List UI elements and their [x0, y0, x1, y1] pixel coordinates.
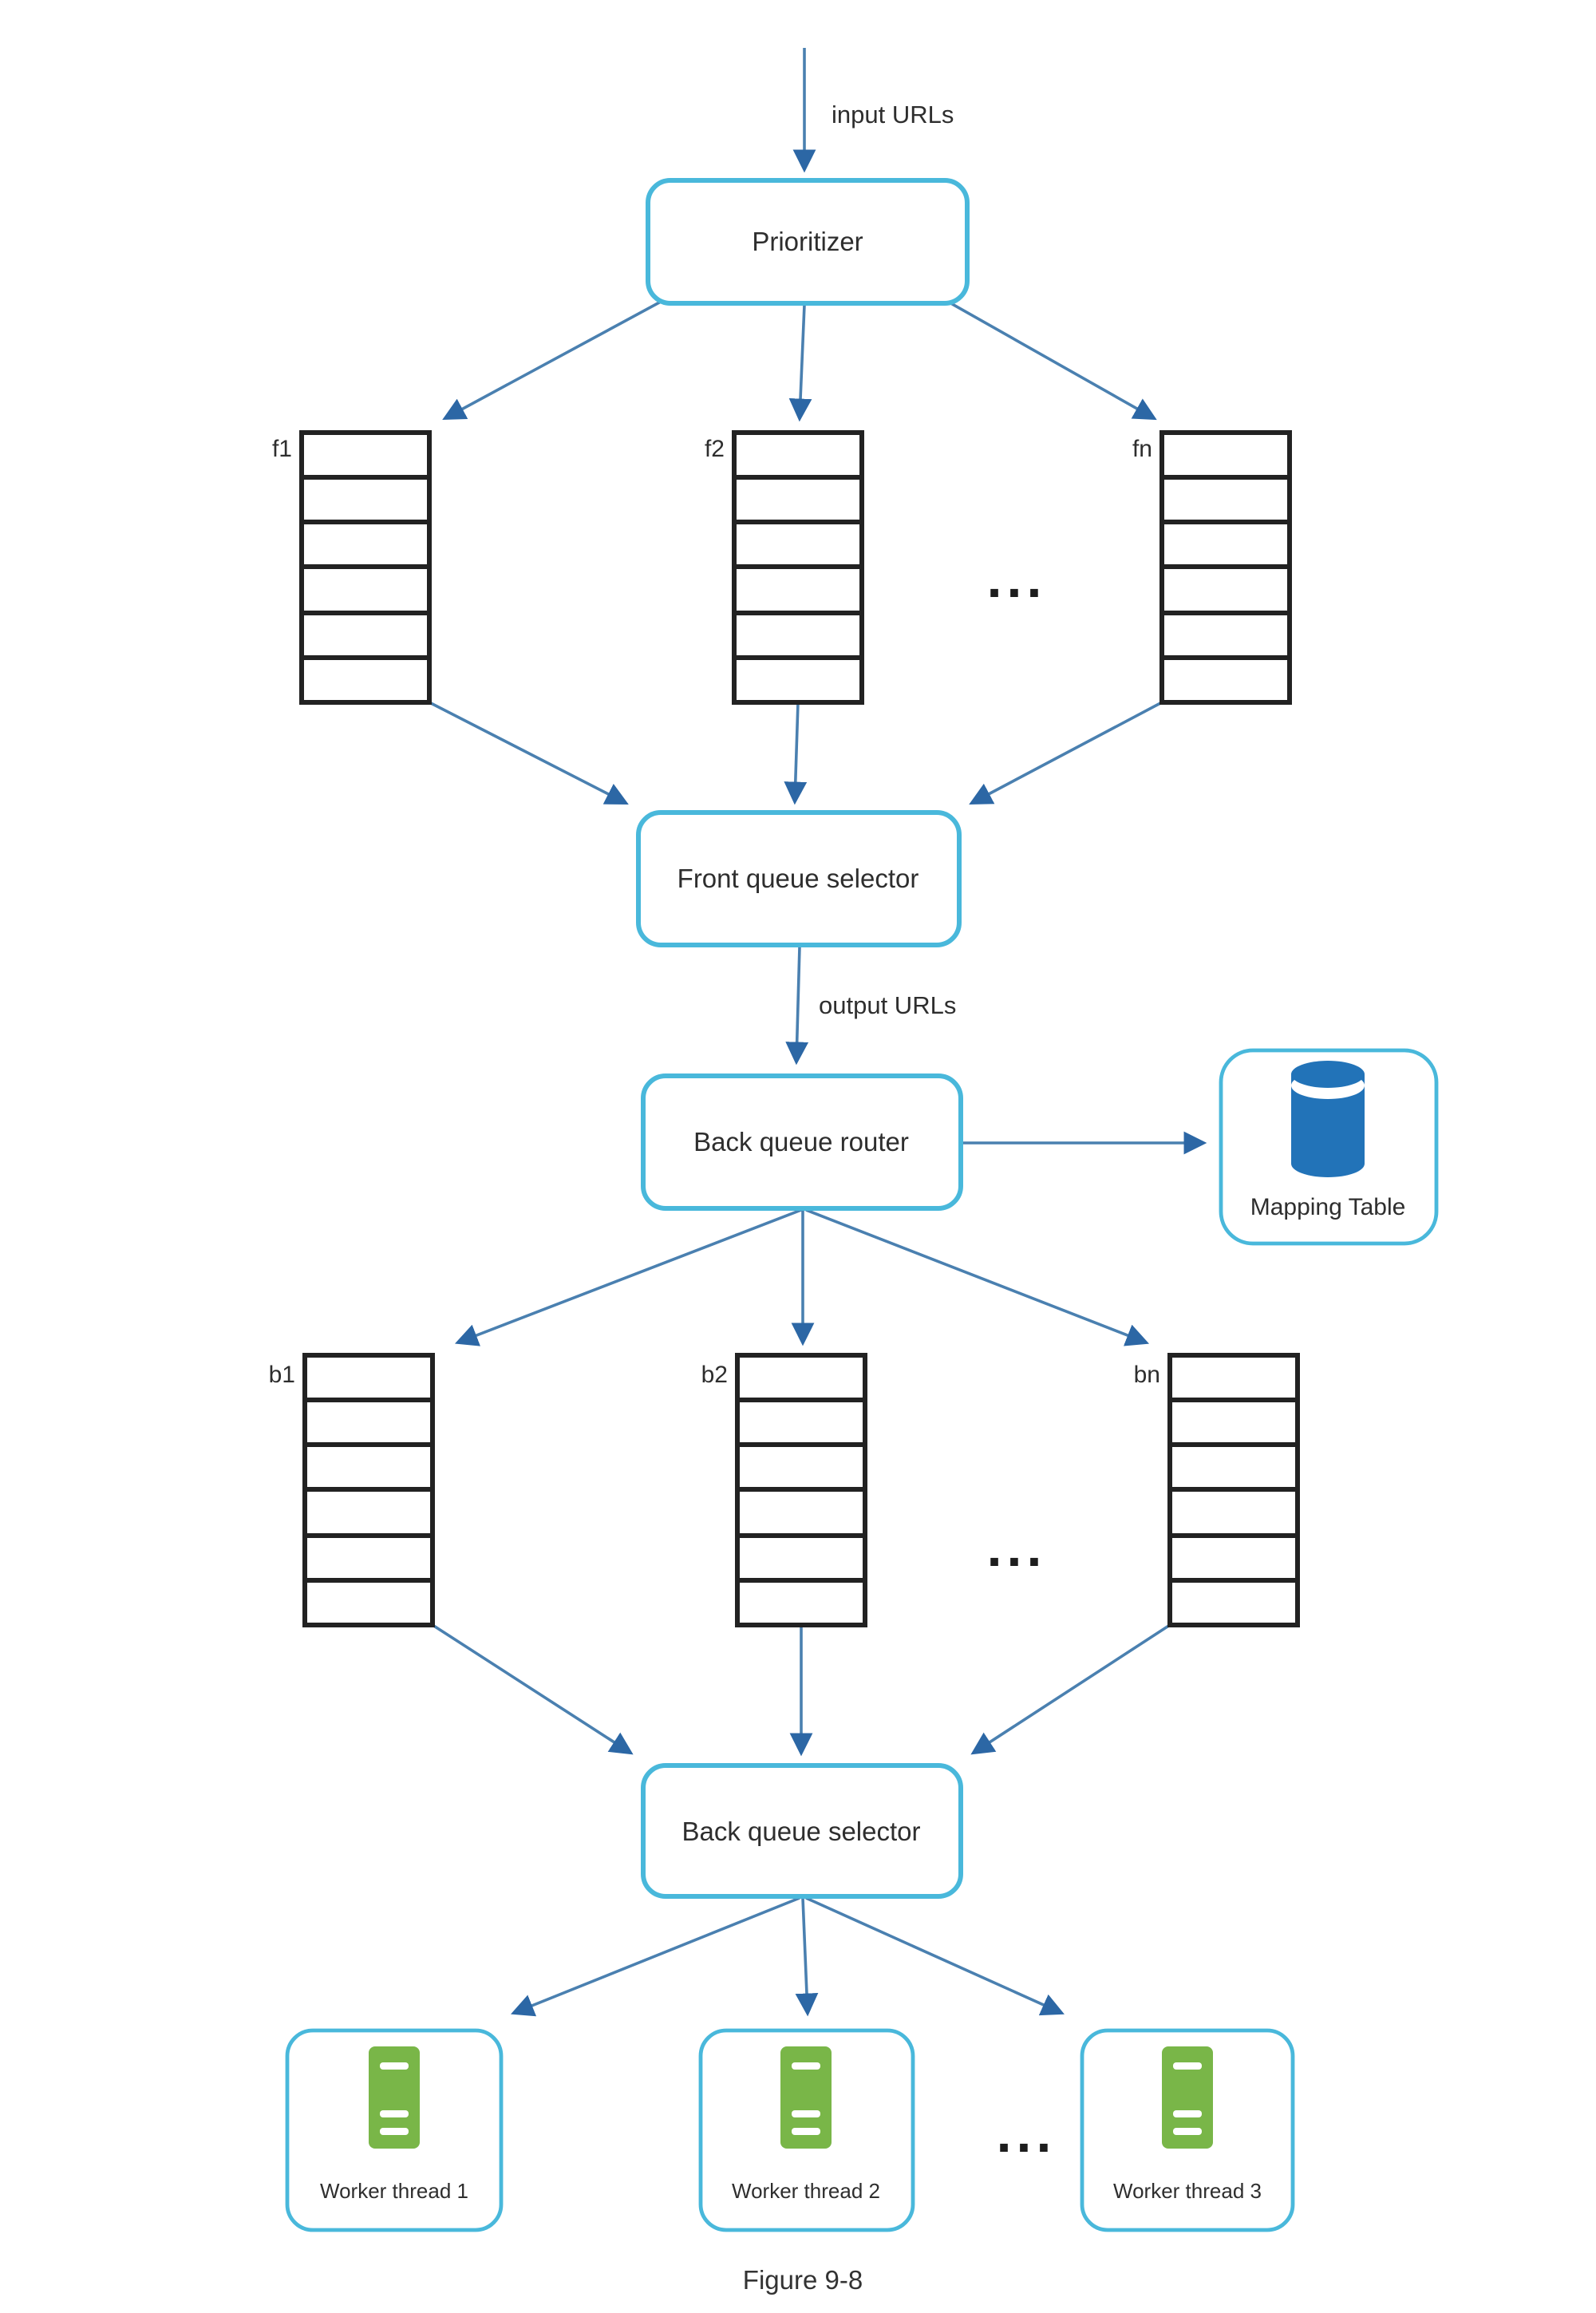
edge-b1-to-back-selector — [432, 1623, 634, 1755]
server-icon — [369, 2046, 420, 2149]
back-queue-router-node: Back queue router — [641, 1073, 963, 1211]
prioritizer-box — [646, 178, 970, 306]
front-queue-f2: f2 — [705, 430, 864, 705]
input-urls-label: input URLs — [832, 101, 954, 128]
mapping-table-node: Mapping Table — [1219, 1048, 1439, 1246]
back-queue-selector-label: Back queue selector — [681, 1817, 920, 1846]
prioritizer-node: Prioritizer — [646, 178, 970, 306]
front-queue-fn: fn — [1132, 430, 1292, 705]
edge-prioritizer-to-f1 — [442, 300, 662, 421]
database-icon — [1291, 1061, 1365, 1177]
back-queue-selector-box — [641, 1763, 963, 1899]
edge-back-selector-to-worker2 — [795, 1897, 819, 2017]
back-queue-b1-label: b1 — [269, 1362, 295, 1388]
front-queue-selector-box — [636, 810, 962, 947]
edge-prioritizer-to-fn — [947, 300, 1157, 421]
edge-f1-to-front-selector — [429, 701, 629, 805]
back-queue-bn: bn — [1134, 1353, 1300, 1627]
worker-thread-3-label: Worker thread 3 — [1113, 2179, 1262, 2203]
front-queues-ellipsis: ... — [987, 548, 1047, 609]
back-queue-bn-label: bn — [1134, 1362, 1160, 1388]
edge-front-selector-to-router — [785, 946, 809, 1066]
output-urls-label: output URLs — [819, 991, 956, 1019]
edge-fn-to-front-selector — [969, 701, 1163, 805]
worker-thread-1-label: Worker thread 1 — [320, 2179, 468, 2203]
edge-f2-to-front-selector — [784, 702, 808, 805]
edge-prioritizer-to-f2 — [788, 304, 812, 422]
back-queue-b2-label: b2 — [701, 1362, 728, 1388]
front-queue-fn-label: fn — [1132, 436, 1152, 462]
back-queue-b2: b2 — [701, 1353, 867, 1627]
workers-ellipsis: ... — [997, 2103, 1057, 2164]
worker-thread-1-node: Worker thread 1 — [285, 2028, 504, 2232]
front-queue-selector-node: Front queue selector — [636, 810, 962, 947]
edges — [429, 48, 1207, 2017]
server-icon — [1162, 2046, 1213, 2149]
back-queues-ellipsis: ... — [987, 1517, 1047, 1578]
front-queue-f1: f1 — [272, 430, 432, 705]
back-queue-selector-node: Back queue selector — [641, 1763, 963, 1899]
front-queue-f2-label: f2 — [705, 436, 725, 462]
worker-thread-3-node: Worker thread 3 — [1080, 2028, 1295, 2232]
worker-thread-2-label: Worker thread 2 — [732, 2179, 880, 2203]
edge-back-selector-to-worker3 — [805, 1896, 1065, 2016]
server-icon — [780, 2046, 832, 2149]
back-queue-router-box — [641, 1073, 963, 1211]
edge-router-to-bn — [805, 1208, 1150, 1346]
worker-thread-2-node: Worker thread 2 — [698, 2028, 915, 2232]
mapping-table-label: Mapping Table — [1250, 1194, 1406, 1220]
front-queue-selector-label: Front queue selector — [678, 864, 919, 893]
front-queue-f1-label: f1 — [272, 436, 292, 462]
back-queue-b1: b1 — [269, 1353, 435, 1627]
edge-router-to-b1 — [454, 1208, 802, 1346]
edge-bn-to-back-selector — [970, 1623, 1171, 1755]
back-queue-router-label: Back queue router — [693, 1127, 909, 1156]
edge-back-selector-to-worker1 — [510, 1896, 800, 2017]
prioritizer-label: Prioritizer — [752, 227, 863, 256]
figure-caption: Figure 9-8 — [743, 2265, 863, 2295]
